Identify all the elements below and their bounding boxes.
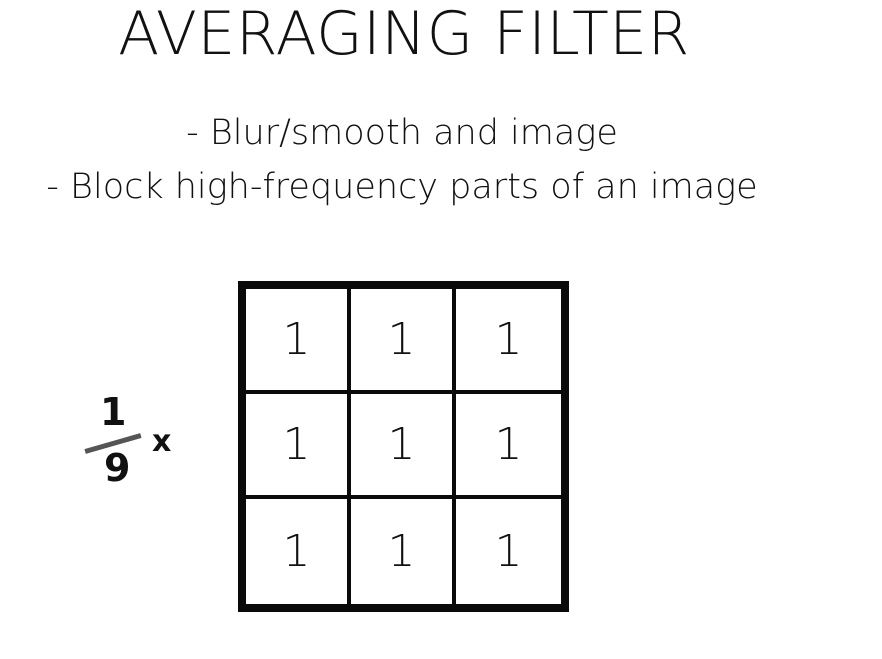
kernel-cell: 1 [351, 394, 456, 499]
scale-factor: 1 9 x [82, 392, 182, 492]
kernel-cell: 1 [246, 394, 351, 499]
kernel-cell: 1 [456, 289, 561, 394]
kernel-cell: 1 [456, 394, 561, 499]
fraction-numerator: 1 [100, 390, 127, 434]
fraction-denominator: 9 [104, 446, 131, 490]
kernel-matrix: 1 1 1 1 1 1 1 1 1 [238, 281, 569, 612]
multiply-sign: x [152, 424, 172, 459]
slide-title: AVERAGING FILTER [118, 0, 690, 69]
kernel-cell: 1 [246, 499, 351, 604]
bullet-list: - Blur/smooth and image - Block high-fre… [0, 106, 804, 214]
bullet-item: - Block high-frequency parts of an image [46, 167, 758, 207]
kernel-cell: 1 [494, 526, 523, 577]
kernel-cell: 1 [351, 499, 456, 604]
kernel-cell: 1 [246, 289, 351, 394]
bullet-item: - Blur/smooth and image [186, 113, 618, 153]
kernel-cell: 1 [351, 289, 456, 394]
